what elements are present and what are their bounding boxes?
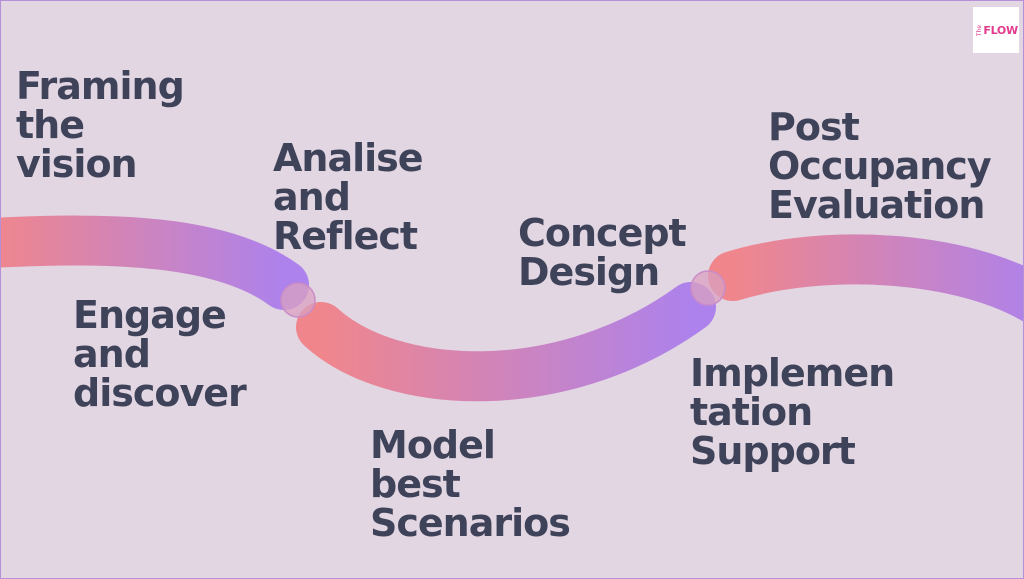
- flow-segment-1: [1, 215, 309, 310]
- stage-line: Analise: [273, 136, 424, 180]
- stage-line: the: [16, 103, 85, 147]
- stage-concept-design: Concept Design: [518, 211, 687, 294]
- flow-segment-3: [708, 234, 1023, 322]
- stage-post-occupancy-evaluation: Post Occupancy Evaluation: [768, 105, 992, 227]
- stage-line: Concept: [518, 211, 687, 255]
- flow-segment-2: [296, 282, 716, 402]
- stage-line: Engage: [73, 293, 227, 337]
- stage-model-best-scenarios: Model best Scenarios: [370, 423, 571, 545]
- stage-line: Support: [690, 429, 856, 473]
- stage-line: Occupancy: [768, 144, 992, 188]
- stage-framing-the-vision: Framing the vision: [16, 64, 185, 186]
- stage-line: best: [370, 462, 461, 506]
- stage-line: Implemen: [690, 351, 895, 395]
- brand-logo-word: FLOW: [983, 23, 1018, 37]
- stage-line: Post: [768, 105, 860, 149]
- brand-logo: The FLOW: [973, 7, 1019, 53]
- stage-line: Framing: [16, 64, 185, 108]
- stage-analise-and-reflect: Analise and Reflect: [273, 136, 424, 258]
- stage-line: and: [73, 332, 151, 376]
- stage-engage-and-discover: Engage and discover: [73, 293, 247, 415]
- flow-joint-1: [280, 282, 316, 318]
- stage-line: discover: [73, 371, 247, 415]
- stage-line: Model: [370, 423, 496, 467]
- stage-line: Scenarios: [370, 501, 571, 545]
- stage-line: tation: [690, 390, 813, 434]
- stage-line: Evaluation: [768, 183, 985, 227]
- stage-line: and: [273, 175, 351, 219]
- stage-line: Design: [518, 250, 660, 294]
- stage-line: vision: [16, 142, 138, 186]
- brand-logo-small: The: [976, 24, 984, 36]
- flow-joint-2: [690, 270, 726, 306]
- stage-implementation-support: Implemen tation Support: [690, 351, 895, 473]
- stage-line: Reflect: [273, 214, 418, 258]
